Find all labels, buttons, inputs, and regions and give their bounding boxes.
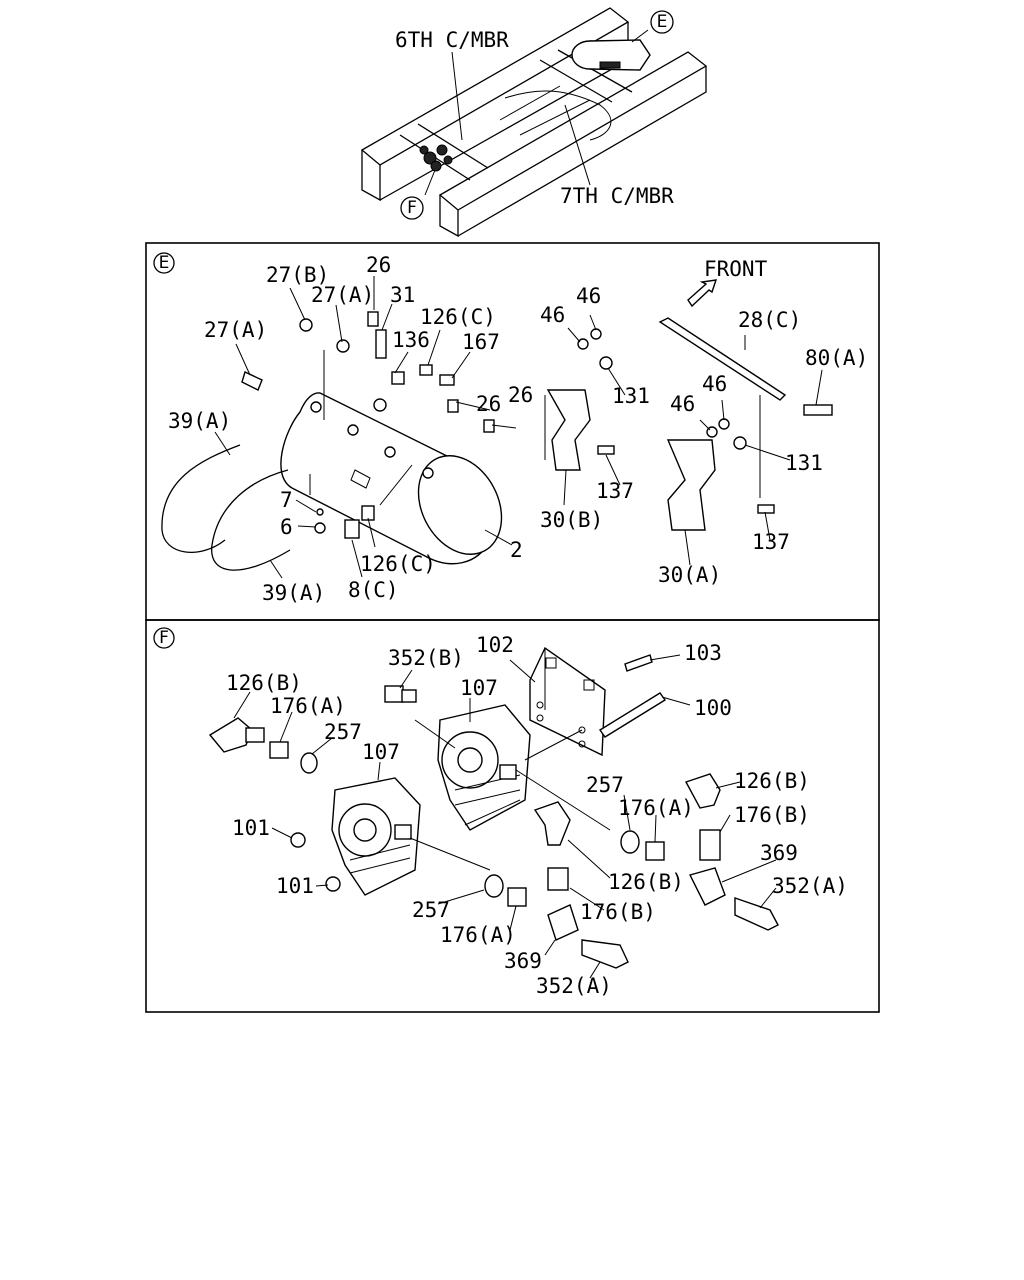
- label-46-c: 46: [670, 392, 695, 416]
- svg-text:F: F: [407, 198, 417, 218]
- label-27a-top: 27(A): [311, 283, 374, 307]
- label-167: 167: [462, 330, 500, 354]
- valve-107-upper: [437, 704, 531, 831]
- label-136: 136: [392, 328, 430, 352]
- front-arrow-icon: [687, 279, 718, 308]
- label-126b-mid: 126(B): [608, 870, 684, 894]
- svg-text:E: E: [657, 12, 668, 32]
- label-46-a: 46: [540, 303, 565, 327]
- label-352a-right: 352(A): [772, 874, 848, 898]
- bracket-30a: [666, 439, 716, 531]
- label-176a-right: 176(A): [618, 796, 694, 820]
- label-30b: 30(B): [540, 508, 603, 532]
- cross-member-28c: [658, 317, 787, 401]
- label-26-right: 26: [508, 383, 533, 407]
- bolt-103: [624, 654, 653, 672]
- label-26-top: 26: [366, 253, 391, 277]
- panel-f-leaders: [233, 654, 777, 979]
- label-126b-right: 126(B): [734, 769, 810, 793]
- bolt-100: [598, 692, 667, 738]
- label-176b-mid: 176(B): [580, 900, 656, 924]
- label-126c-bottom: 126(C): [360, 552, 436, 576]
- panel-e-marker: E: [153, 252, 175, 274]
- label-176a-left: 176(A): [270, 694, 346, 718]
- label-107-top: 107: [460, 676, 498, 700]
- panel-e-fittings: [241, 311, 833, 539]
- panel-f: F: [145, 619, 880, 1013]
- air-hoses: [161, 444, 291, 571]
- label-352a-bottom: 352(A): [536, 974, 612, 998]
- panel-e-leaders: [214, 276, 823, 579]
- label-27b: 27(B): [266, 263, 329, 287]
- chassis-overview: 6TH C/MBR 7TH C/MBR E F: [360, 7, 708, 238]
- label-80a: 80(A): [805, 346, 868, 370]
- label-26-mid: 26: [476, 392, 501, 416]
- callout-f-overview[interactable]: F: [400, 196, 424, 220]
- label-8c: 8(C): [348, 578, 399, 602]
- label-39a-top: 39(A): [168, 409, 231, 433]
- label-126c-top: 126(C): [420, 305, 496, 329]
- label-100: 100: [694, 696, 732, 720]
- valve-cluster-thumb: [419, 144, 453, 172]
- label-257-bottom: 257: [412, 898, 450, 922]
- label-30a: 30(A): [658, 563, 721, 587]
- callout-e-overview[interactable]: E: [650, 10, 674, 34]
- label-137-left: 137: [596, 479, 634, 503]
- panel-e: E: [145, 242, 880, 621]
- label-257-right: 257: [586, 773, 624, 797]
- valve-107-lower: [331, 777, 421, 896]
- label-176b-right: 176(B): [734, 803, 810, 827]
- bracket-30b: [546, 389, 591, 471]
- label-101-top: 101: [232, 816, 270, 840]
- label-126b-left: 126(B): [226, 671, 302, 695]
- label-131-right: 131: [785, 451, 823, 475]
- label-46-b: 46: [576, 284, 601, 308]
- label-27a-left: 27(A): [204, 318, 267, 342]
- svg-text:E: E: [159, 253, 170, 273]
- label-103: 103: [684, 641, 722, 665]
- label-7: 7: [280, 488, 293, 512]
- label-6: 6: [280, 515, 293, 539]
- label-39a-bottom: 39(A): [262, 581, 325, 605]
- label-46-d: 46: [702, 372, 727, 396]
- label-131-top: 131: [612, 384, 650, 408]
- label-369-right: 369: [760, 841, 798, 865]
- label-28c: 28(C): [738, 308, 801, 332]
- label-6th-cross-member: 6TH C/MBR: [395, 28, 509, 52]
- label-102: 102: [476, 633, 514, 657]
- label-7th-cross-member: 7TH C/MBR: [560, 184, 674, 208]
- bracket-102: [529, 646, 606, 757]
- label-257-left: 257: [324, 720, 362, 744]
- panel-f-marker: F: [153, 627, 175, 649]
- label-369-bottom: 369: [504, 949, 542, 973]
- label-176a-bottom: 176(A): [440, 923, 516, 947]
- label-2: 2: [510, 538, 523, 562]
- panel-f-fittings: [208, 685, 779, 969]
- label-front: FRONT: [704, 257, 768, 281]
- label-352b: 352(B): [388, 646, 464, 670]
- air-tank: [280, 392, 503, 565]
- label-31: 31: [390, 283, 415, 307]
- svg-text:F: F: [159, 628, 169, 648]
- label-101-bottom: 101: [276, 874, 314, 898]
- label-137-right: 137: [752, 530, 790, 554]
- label-107-mid: 107: [362, 740, 400, 764]
